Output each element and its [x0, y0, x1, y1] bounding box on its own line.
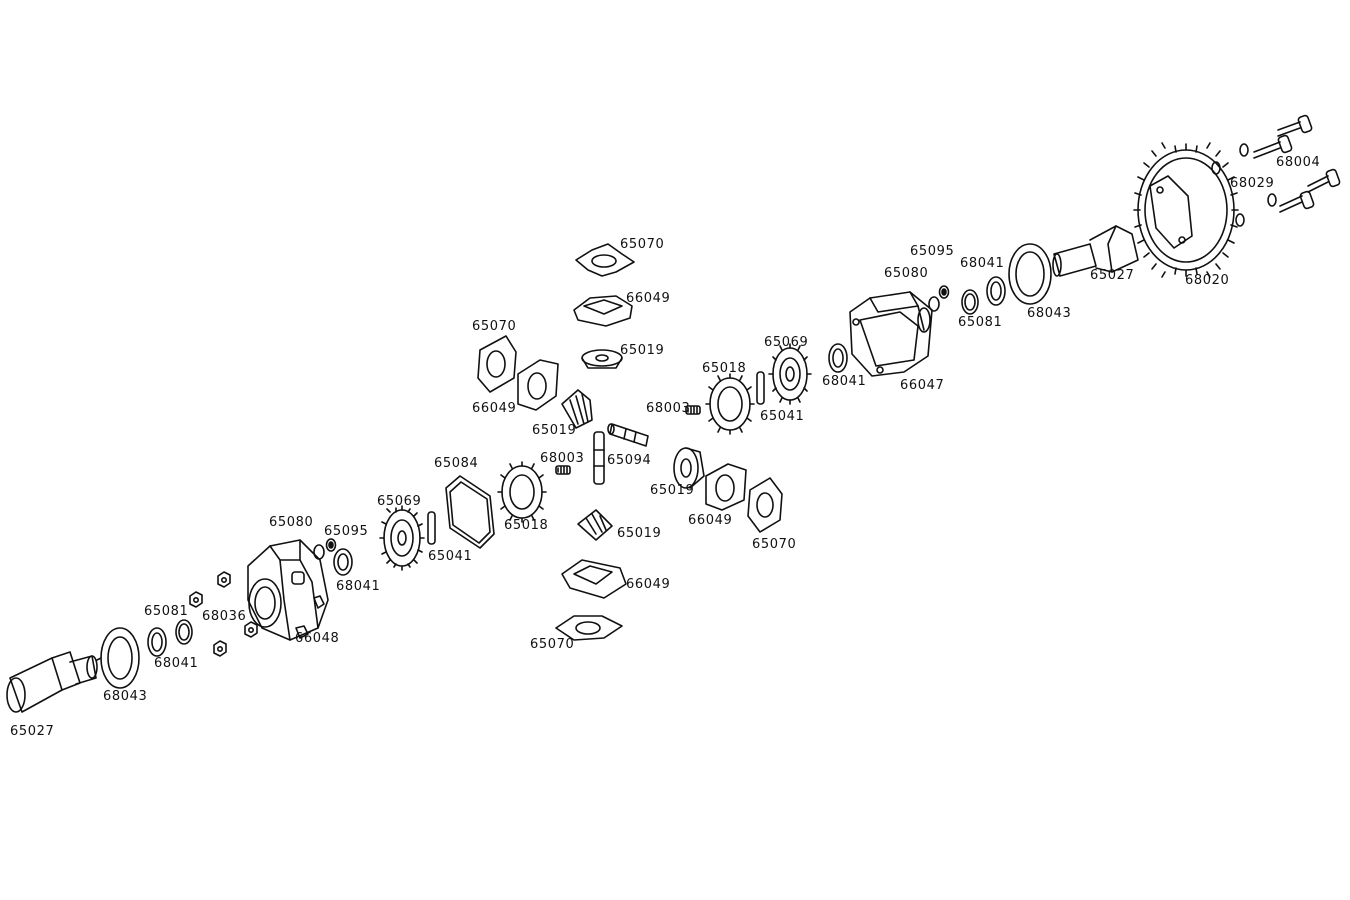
part-label: 65019 — [532, 423, 577, 438]
output-cup-right — [1052, 225, 1139, 277]
part-label: 68043 — [1027, 306, 1072, 321]
part-label: 65019 — [617, 526, 662, 541]
bearing-68041-left — [147, 627, 167, 657]
carrier-66049-top — [573, 295, 633, 327]
part-label: 65018 — [504, 518, 549, 533]
washer-68029-a — [1211, 161, 1221, 175]
part-label: 68036 — [202, 609, 247, 624]
cross-shaft-65094-v — [593, 431, 605, 485]
gear-65019-top — [581, 349, 623, 369]
oring-65095-right — [938, 285, 950, 299]
part-label: 65095 — [910, 244, 955, 259]
part-label: 66049 — [472, 401, 517, 416]
part-label: 68043 — [103, 689, 148, 704]
carrier-66049-left — [517, 359, 559, 411]
bearing-68041-mid-right — [828, 343, 848, 373]
spur-gear-68020 — [1133, 142, 1239, 278]
pin-65041-upper — [756, 371, 765, 405]
bearing-68043-left — [96, 627, 140, 689]
part-label: 65095 — [324, 524, 369, 539]
screw-68004-a — [1253, 134, 1293, 159]
part-label: 65094 — [607, 453, 652, 468]
washer-68029-d — [1235, 213, 1245, 227]
part-label: 65084 — [434, 456, 479, 471]
plate-65070-left — [477, 335, 517, 393]
part-label: 65019 — [620, 343, 665, 358]
part-label: 65027 — [10, 724, 55, 739]
shim-65081-left — [175, 619, 193, 645]
gear-65019-upper-left — [561, 389, 593, 429]
washer-68029-c — [1267, 193, 1277, 207]
screw-68003-upper — [685, 405, 701, 415]
screw-68003-lower — [555, 465, 571, 475]
part-label: 66048 — [295, 631, 340, 646]
part-label: 65069 — [764, 335, 809, 350]
part-label: 66049 — [688, 513, 733, 528]
part-label: 65027 — [1090, 268, 1135, 283]
gear-65019-bottom — [577, 509, 613, 541]
part-label: 68041 — [822, 374, 867, 389]
part-label: 68003 — [540, 451, 585, 466]
gear-65069-upper — [768, 343, 812, 405]
plate-65070-top — [575, 243, 635, 277]
part-label: 65069 — [377, 494, 422, 509]
gear-65018-upper — [705, 373, 755, 435]
pin-65041-left — [427, 511, 436, 545]
part-label: 65041 — [760, 409, 805, 424]
diff-case-66048 — [247, 539, 329, 641]
nut-68036-b — [189, 591, 203, 608]
part-label: 65081 — [144, 604, 189, 619]
part-label: 66049 — [626, 577, 671, 592]
oring-65095-left — [325, 538, 337, 552]
carrier-66049-bottom — [561, 559, 627, 599]
gear-65069-left — [379, 505, 425, 571]
part-label: 65080 — [884, 266, 929, 281]
part-label: 68003 — [646, 401, 691, 416]
part-label: 65070 — [530, 637, 575, 652]
part-label: 65070 — [752, 537, 797, 552]
bearing-68041-right — [986, 276, 1006, 306]
ring-65080-left — [313, 544, 325, 560]
nut-68036-d — [213, 640, 227, 657]
part-label: 66049 — [626, 291, 671, 306]
part-label: 65081 — [958, 315, 1003, 330]
screw-68004-c — [1279, 190, 1315, 213]
cross-shaft-65094-h — [607, 423, 649, 447]
part-label: 68004 — [1276, 155, 1321, 170]
gear-65019-right — [673, 447, 705, 489]
part-label: 65080 — [269, 515, 314, 530]
part-label: 65019 — [650, 483, 695, 498]
part-label: 68029 — [1230, 176, 1275, 191]
part-label: 68041 — [154, 656, 199, 671]
nut-68036-c — [244, 621, 258, 638]
bearing-68043-right — [1008, 243, 1052, 305]
part-label: 68041 — [960, 256, 1005, 271]
carrier-66049-right — [705, 463, 747, 511]
part-label: 65018 — [702, 361, 747, 376]
plate-65070-bottom — [555, 615, 623, 641]
part-label: 68041 — [336, 579, 381, 594]
washer-68029-b — [1239, 143, 1249, 157]
screw-68004-d — [1307, 168, 1341, 193]
part-label: 65070 — [620, 237, 665, 252]
diff-housing-66047 — [849, 291, 933, 377]
part-label: 68020 — [1185, 273, 1230, 288]
part-label: 66047 — [900, 378, 945, 393]
screw-68004-b — [1277, 114, 1313, 137]
part-label: 65041 — [428, 549, 473, 564]
bearing-68041-mid-left — [333, 548, 353, 576]
part-label: 65070 — [472, 319, 517, 334]
nut-68036-a — [217, 571, 231, 588]
ring-65080-right — [928, 296, 940, 312]
shim-65081-right — [961, 289, 979, 315]
gear-65018-left — [497, 461, 547, 523]
gasket-65084 — [445, 475, 495, 549]
output-cup-left — [6, 651, 98, 713]
plate-65070-right — [747, 477, 783, 533]
